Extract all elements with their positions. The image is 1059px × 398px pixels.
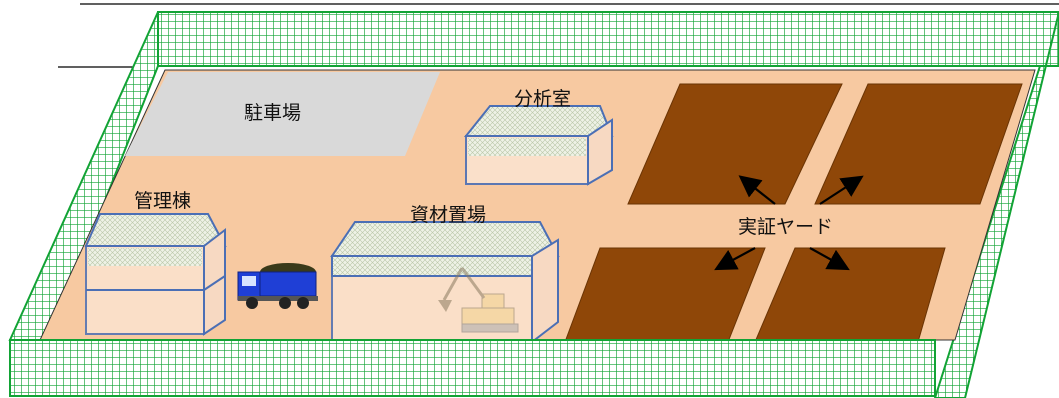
- fence-back: [157, 11, 1059, 67]
- parking-area: [125, 72, 440, 156]
- demo-yard-label: 実証ヤード: [738, 216, 834, 238]
- yard-plot-2: [814, 83, 1023, 205]
- materials-storage-label: 資材置場: [410, 204, 487, 226]
- admin-building: [84, 213, 227, 336]
- materials-storage-building: [330, 221, 560, 345]
- admin-building-label: 管理棟: [134, 190, 192, 212]
- parking-label: 駐車場: [244, 102, 302, 124]
- yard-arrows: [714, 175, 864, 271]
- fence-front: [9, 339, 936, 397]
- excavator-icon: [438, 267, 519, 333]
- yard-plot-1: [627, 83, 843, 205]
- analysis-room-label: 分析室: [514, 88, 572, 110]
- dump-truck-icon: [237, 263, 318, 309]
- analysis-room-building: [463, 105, 614, 186]
